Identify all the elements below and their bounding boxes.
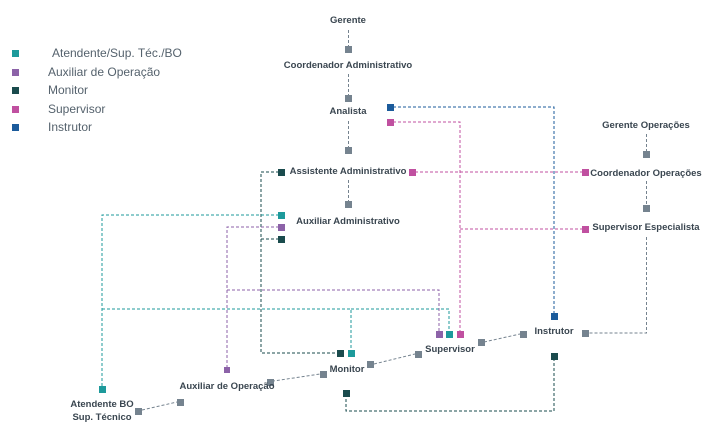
marker-auxiliar-adm-monitor: [278, 236, 285, 243]
marker-coordenador-op-supervisor: [582, 169, 589, 176]
connector-supervisor-analista: [393, 121, 461, 331]
connector-atendente-auxiliar: [141, 401, 178, 411]
marker-supervisor-teal: [446, 331, 453, 338]
marker-supervisor-purple: [436, 331, 443, 338]
connector-auxiliar-op-auxiliar-adm: [226, 226, 279, 368]
legend-label: Atendente/Sup. Téc./BO: [52, 46, 182, 60]
marker-analista: [345, 147, 352, 154]
label-coordenador-operacoes: Coordenador Operações: [590, 168, 701, 179]
marker-monitor-teal: [348, 350, 355, 357]
marker-supervisor-in: [415, 351, 422, 358]
connector-auxiliar-monitor: [266, 373, 321, 383]
marker-assistente-supervisor: [409, 169, 416, 176]
marker-assistente-administrativo: [345, 201, 352, 208]
marker-auxiliar-op-purple: [224, 367, 230, 373]
marker-auxiliar-op-out: [267, 379, 274, 386]
connector-monitor-assistente: [260, 171, 337, 354]
label-coordenador-administrativo: Coordenador Administrativo: [284, 60, 413, 71]
label-auxiliar-administrativo: Auxiliar Administrativo: [296, 216, 400, 227]
marker-analista-instrutor: [387, 104, 394, 111]
legend-swatch-teal: [12, 50, 19, 57]
connector-instrutor-analista: [393, 106, 555, 313]
marker-instrutor-in: [520, 331, 527, 338]
legend-label: Monitor: [48, 83, 89, 97]
marker-instrutor-blue: [551, 313, 558, 320]
label-atendente-bo: Atendente BO: [70, 399, 133, 410]
legend-swatch-darkgreen: [12, 87, 19, 94]
marker-monitor-in: [320, 371, 327, 378]
connector-atendente-monitor: [102, 308, 352, 350]
connector-monitor-supervisor: [373, 353, 416, 365]
connector-atendente-auxiliar-adm: [101, 214, 279, 387]
label-auxiliar-operacao: Auxiliar de Operação: [179, 381, 274, 392]
marker-atendente-teal: [99, 386, 106, 393]
label-instrutor: Instrutor: [534, 326, 573, 337]
legend-swatch-blue: [12, 124, 19, 131]
label-supervisor: Supervisor: [425, 344, 475, 355]
connector-auxiliar-op-supervisor: [227, 289, 440, 331]
marker-instrutor-darkgreen: [551, 353, 558, 360]
marker-auxiliar-op-in: [177, 399, 184, 406]
marker-coordenador-administrativo: [345, 95, 352, 102]
legend-swatch-purple: [12, 68, 19, 76]
marker-assistente-monitor: [278, 169, 285, 176]
label-gerente-operacoes: Gerente Operações: [602, 120, 690, 131]
marker-monitor-darkgreen: [337, 350, 344, 357]
marker-gerente-operacoes: [643, 151, 650, 158]
marker-supervisor-esp-supervisor: [582, 226, 589, 233]
label-gerente: Gerente: [330, 15, 366, 26]
legend-label: Auxiliar de Operação: [48, 64, 161, 79]
label-assistente-administrativo: Assistente Administrativo: [290, 166, 407, 177]
marker-auxiliar-adm-auxiliar-op: [278, 224, 285, 231]
connector-atendente-supervisor: [351, 308, 450, 331]
label-supervisor-especialista: Supervisor Especialista: [592, 222, 700, 233]
legend-label: Supervisor: [48, 101, 106, 116]
legend-swatch-magenta: [12, 105, 19, 113]
label-sup-tecnico: Sup. Técnico: [72, 412, 131, 423]
marker-atendente-out: [135, 408, 142, 415]
connector-monitor-instrutor: [345, 358, 555, 412]
marker-coordenador-operacoes: [643, 205, 650, 212]
connector-supervisor-instrutor: [483, 333, 521, 343]
marker-gerente: [345, 46, 352, 53]
marker-monitor-out: [367, 361, 374, 368]
label-analista: Analista: [330, 106, 368, 117]
marker-analista-supervisor: [387, 119, 394, 126]
legend-label: Instrutor: [48, 120, 93, 134]
marker-monitor-lower: [343, 390, 350, 397]
marker-supervisor-magenta: [457, 331, 464, 338]
marker-supervisor-out: [478, 339, 485, 346]
marker-auxiliar-adm-atendente: [278, 212, 285, 219]
connector-supervisor-esp-instrutor: [589, 237, 647, 334]
marker-instrutor-gray: [582, 330, 589, 337]
label-monitor: Monitor: [330, 364, 365, 375]
